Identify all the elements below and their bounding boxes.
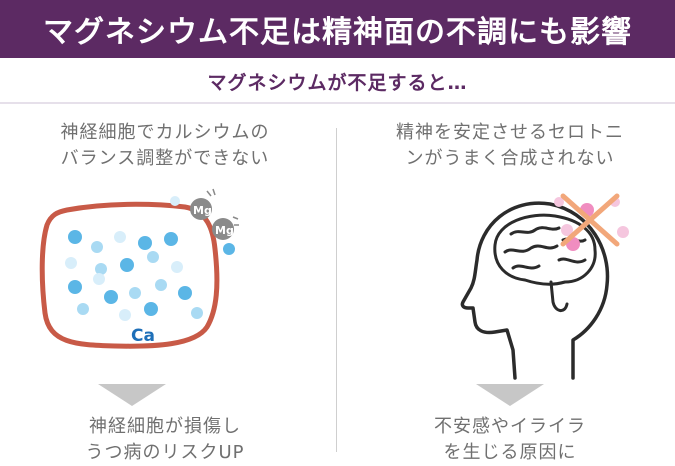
head-profile-outline [460, 201, 610, 380]
calcium-particle [68, 280, 82, 294]
calcium-particle [171, 261, 183, 273]
mg-label-2: Mg [215, 224, 234, 237]
right-heading-line1: 精神を安定させるセロトニ [396, 122, 624, 143]
right-result-line2: を生じる原因に [443, 442, 577, 463]
calcium-particle [144, 302, 158, 316]
right-heading: 精神を安定させるセロトニ ンがうまく合成されない [360, 120, 660, 172]
calcium-particle [120, 258, 134, 272]
section-subtitle: マグネシウムが不足すると… [207, 72, 468, 94]
column-divider [336, 128, 337, 452]
nerve-cell-outline [39, 201, 220, 349]
calcium-particle [191, 307, 203, 319]
right-result: 不安感やイライラ を生じる原因に [360, 414, 660, 466]
head-brain-illustration [460, 193, 629, 380]
left-heading-line1: 神経細胞でカルシウムの [60, 122, 270, 143]
calcium-particle [155, 279, 167, 291]
left-result-line1: 神経細胞が損傷し [89, 416, 241, 437]
down-arrow-icon [98, 384, 166, 406]
right-result-line1: 不安感やイライラ [434, 416, 586, 437]
calcium-particle [119, 309, 131, 321]
calcium-particle [178, 286, 192, 300]
small-particle [223, 243, 235, 255]
right-heading-line2: ンがうまく合成されない [405, 148, 615, 169]
mg-label-1: Mg [193, 204, 212, 217]
header-banner: マグネシウム不足は精神面の不調にも影響 [0, 0, 675, 58]
calcium-particle [104, 290, 118, 304]
calcium-particle [147, 251, 159, 263]
calcium-particle [68, 230, 82, 244]
left-heading: 神経細胞でカルシウムの バランス調整ができない [10, 120, 320, 172]
calcium-particle [91, 241, 103, 253]
left-result: 神経細胞が損傷し うつ病のリスクUP [10, 414, 320, 466]
serotonin-particle [617, 226, 629, 238]
calcium-particle [95, 263, 107, 275]
calcium-particle [65, 257, 77, 269]
calcium-particle [138, 236, 152, 250]
left-heading-line2: バランス調整ができない [60, 148, 270, 169]
left-result-line2: うつ病のリスクUP [85, 442, 245, 463]
serotonin-particle [554, 197, 564, 207]
calcium-particle [164, 232, 178, 246]
calcium-particle [129, 287, 141, 299]
subtitle-divider [0, 102, 675, 104]
mg-particle [190, 198, 212, 220]
calcium-particles [65, 230, 203, 321]
calcium-particle [93, 273, 105, 285]
calcium-particle [77, 303, 89, 315]
nerve-cell-illustration: Ca Mg Mg [39, 188, 239, 349]
serotonin-particle [561, 224, 573, 236]
small-particle [170, 196, 180, 206]
mg-particle [212, 218, 234, 240]
page-title: マグネシウム不足は精神面の不調にも影響 [43, 15, 632, 50]
down-arrow-icon [476, 384, 544, 406]
motion-lines-icon [206, 188, 239, 226]
calcium-particle [114, 231, 126, 243]
calcium-label: Ca [131, 326, 155, 346]
cross-mark-icon [560, 193, 620, 247]
